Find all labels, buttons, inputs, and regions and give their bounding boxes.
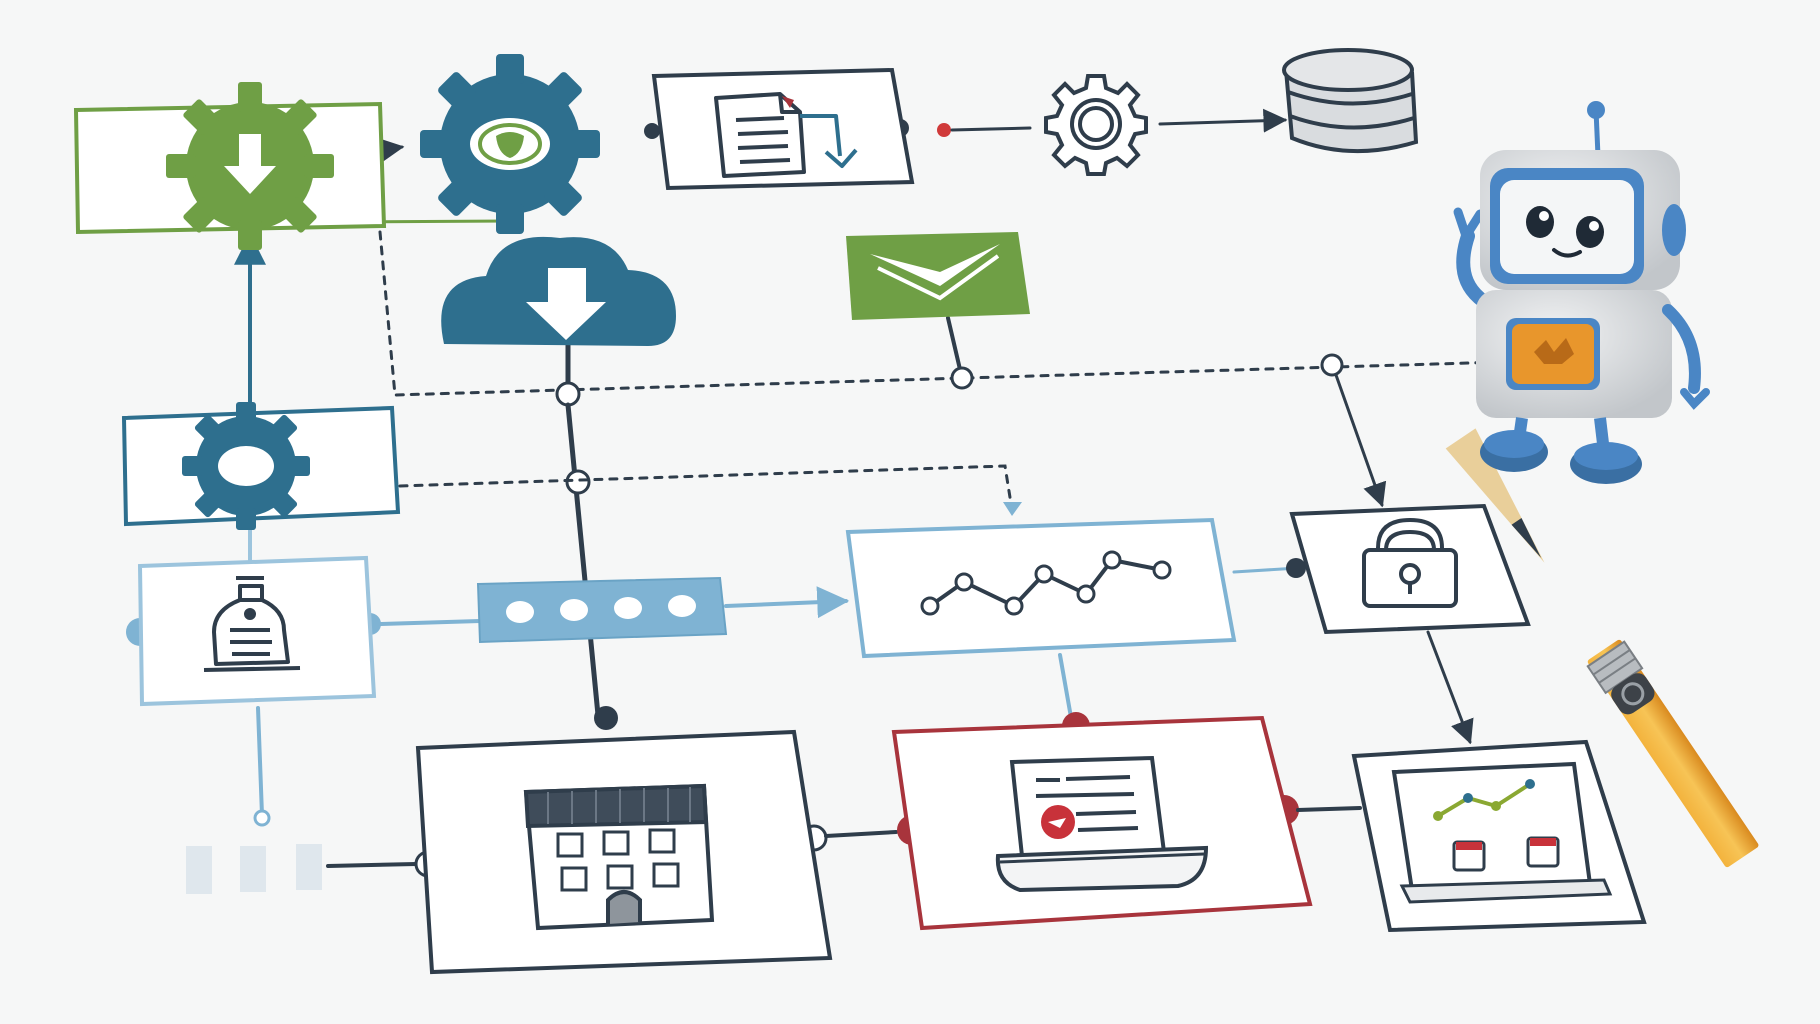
document-export-node[interactable] bbox=[651, 67, 915, 191]
faded-bars bbox=[186, 844, 322, 894]
bottle-document-icon bbox=[203, 576, 301, 672]
check-flag-icon bbox=[870, 244, 1000, 301]
gear-shield-node[interactable] bbox=[420, 54, 600, 234]
gear-icon bbox=[182, 402, 310, 530]
line-chart-node[interactable] bbox=[845, 517, 1237, 659]
building-icon bbox=[523, 783, 715, 931]
message-pipe-node[interactable] bbox=[476, 576, 728, 644]
dots-icon bbox=[506, 595, 696, 623]
database-icon bbox=[1282, 48, 1419, 154]
approval-flag-node[interactable] bbox=[846, 232, 1030, 320]
gear-download-icon bbox=[166, 82, 334, 250]
lock-node[interactable] bbox=[1289, 503, 1531, 635]
tablet-chart-icon bbox=[1391, 761, 1613, 904]
robot-mascot bbox=[1453, 101, 1710, 484]
laptop-report-node[interactable] bbox=[891, 715, 1313, 931]
line-chart-icon bbox=[920, 550, 1172, 616]
cloud-download-node[interactable] bbox=[441, 236, 676, 346]
building-node[interactable] bbox=[415, 729, 833, 975]
database-node[interactable] bbox=[1282, 48, 1419, 154]
lock-icon bbox=[1362, 517, 1458, 608]
storage-node[interactable] bbox=[137, 555, 377, 707]
document-arrow-icon bbox=[714, 92, 858, 178]
pencil bbox=[1445, 428, 1759, 868]
download-gear-node[interactable] bbox=[73, 82, 387, 250]
shield-icon bbox=[496, 132, 524, 158]
settings-gear-node[interactable] bbox=[121, 402, 401, 530]
tablet-dashboard-node[interactable] bbox=[1351, 739, 1647, 933]
small-gear-node[interactable] bbox=[1044, 74, 1148, 176]
gear-icon bbox=[1044, 74, 1148, 176]
laptop-document-icon bbox=[995, 755, 1209, 893]
